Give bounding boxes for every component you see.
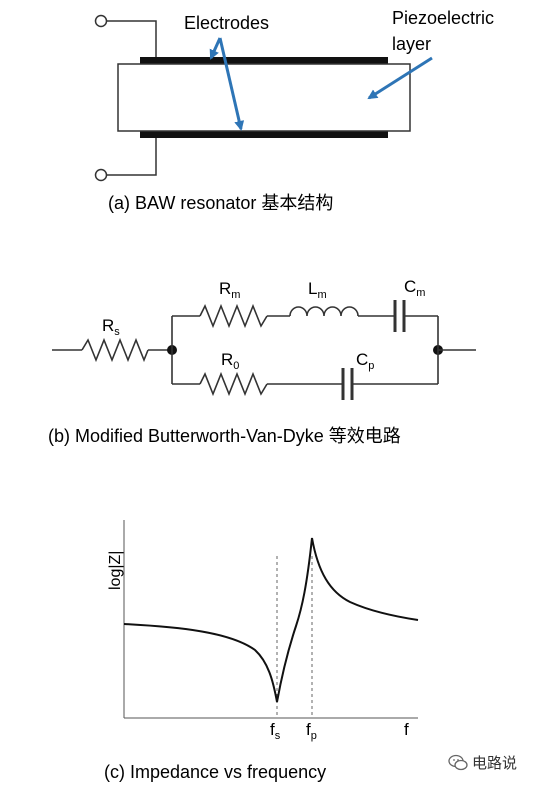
bottom-electrode	[140, 131, 388, 138]
rs-label: Rs	[102, 316, 120, 338]
top-terminal	[94, 14, 108, 28]
layer-label: layer	[392, 34, 431, 54]
electrode-arrow-bottom	[218, 37, 245, 131]
panel-b-labels: Rs Rm Lm Cm R0 Cp (b) Modified Butterwor…	[48, 277, 425, 446]
fp-label: fp	[306, 720, 317, 742]
wechat-icon	[448, 754, 468, 770]
cp-label: Cp	[356, 350, 374, 372]
top-lead-wire	[107, 20, 157, 58]
top-electrode	[140, 57, 388, 64]
cm-label: Cm	[404, 277, 425, 299]
inductor-lm	[289, 306, 359, 317]
r0-label: R0	[221, 350, 239, 372]
lm-label: Lm	[308, 279, 327, 301]
watermark: 电路说	[448, 752, 517, 773]
rm-label: Rm	[219, 279, 240, 301]
resistor-r0	[199, 371, 268, 397]
panel-a-resonator-structure: Electrodes Piezoelectric layer (a) BAW r…	[94, 8, 494, 213]
fs-label: fs	[270, 720, 281, 742]
capacitor-cp	[341, 368, 354, 400]
x-axis-label: f	[404, 720, 409, 739]
caption-b: (b) Modified Butterworth-Van-Dyke 等效电路	[48, 426, 401, 446]
resistor-rm	[199, 303, 268, 329]
panel-c-impedance-plot: log|Z| fs fp f (c) Impedance vs frequenc…	[104, 520, 419, 782]
capacitor-cm	[393, 300, 406, 332]
y-axis-label: log|Z|	[107, 551, 124, 590]
bottom-terminal	[94, 168, 108, 182]
caption-a: (a) BAW resonator 基本结构	[108, 193, 333, 213]
caption-c: (c) Impedance vs frequency	[104, 762, 326, 782]
impedance-curve	[123, 537, 419, 703]
piezoelectric-label: Piezoelectric	[392, 8, 494, 28]
electrode-arrow-top	[209, 37, 222, 60]
piezo-arrow	[367, 56, 433, 100]
resistor-rs	[81, 337, 149, 363]
watermark-text: 电路说	[472, 754, 518, 772]
bottom-lead-wire	[107, 138, 157, 176]
piezoelectric-layer	[117, 63, 411, 132]
panel-b-mbvd-circuit	[52, 300, 476, 400]
electrodes-label: Electrodes	[184, 13, 269, 33]
